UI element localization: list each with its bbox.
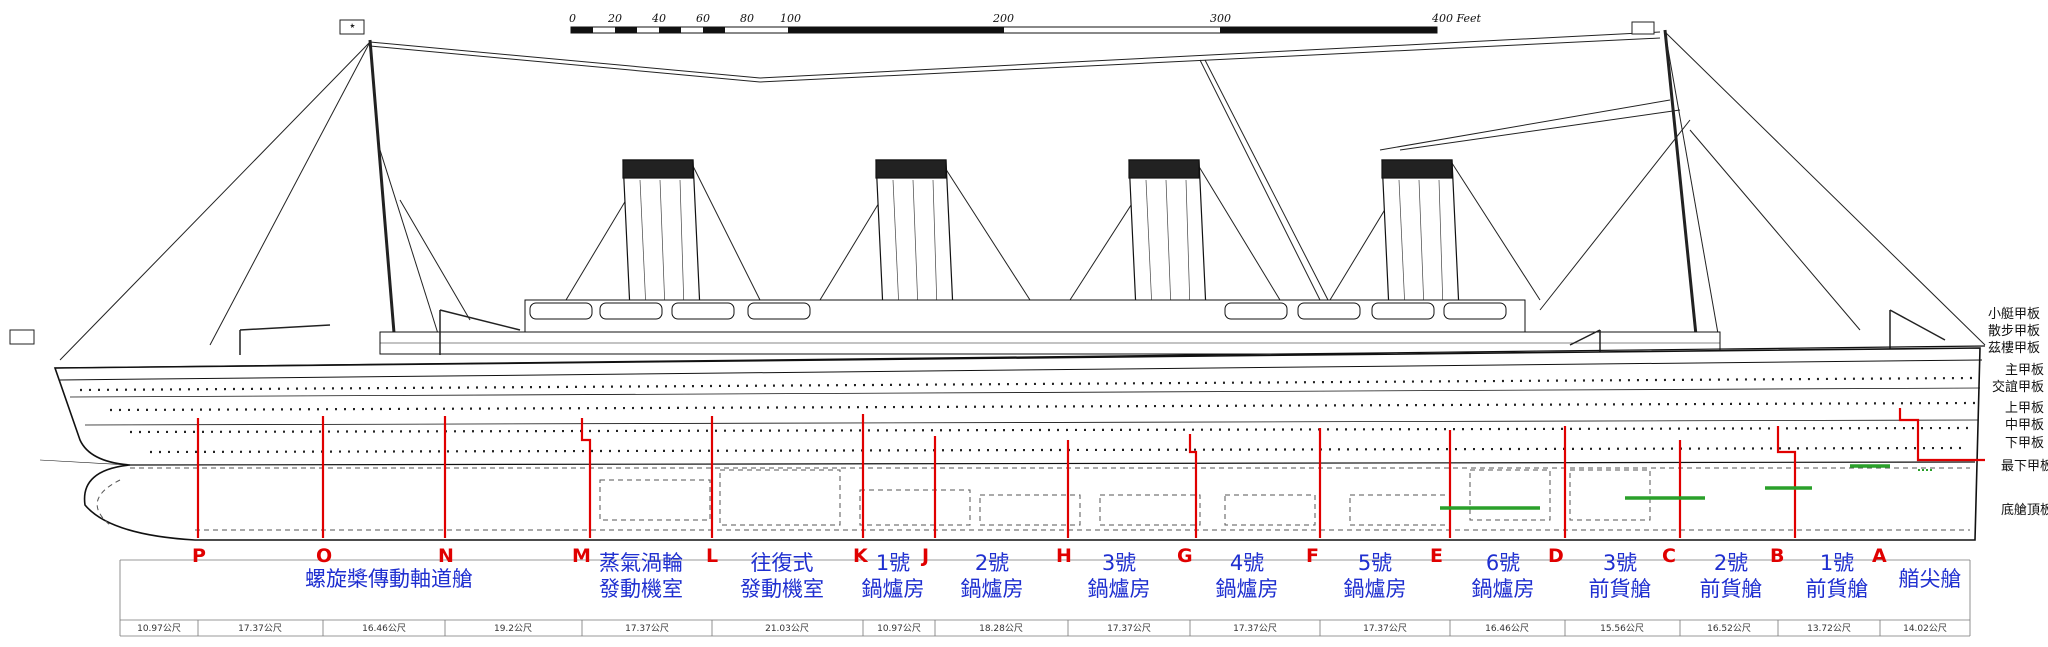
bulkhead-letter: C [1662, 545, 1676, 567]
length-label: 13.72公尺 [1807, 623, 1851, 634]
portholes [79, 376, 1976, 454]
compartment-name: 2號 [1714, 551, 1748, 575]
scale-tick-label: 0 [569, 12, 576, 25]
bulkhead-letter: E [1430, 545, 1443, 567]
scale-tick-label: 400 Feet [1431, 12, 1482, 25]
deck-labels: 小艇甲板 散步甲板 茲樓甲板 主甲板 交誼甲板 上甲板 中甲板 下甲板 最下甲板… [1988, 307, 2048, 518]
deck-label: 茲樓甲板 [1988, 340, 2040, 356]
bulkhead-letter: F [1306, 545, 1319, 567]
hull [39, 345, 1986, 541]
cranes [239, 309, 1946, 355]
compartment-name: 艏尖艙 [1899, 567, 1962, 591]
bulkhead-letter: J [920, 545, 929, 567]
legend-table [119, 559, 1971, 637]
bulkhead-g [1188, 434, 1198, 538]
funnel-vents [639, 179, 1444, 311]
scale-tick-label: 300 [1210, 12, 1231, 25]
scale-tick-label: 100 [780, 12, 801, 25]
length-label: 21.03公尺 [765, 623, 809, 634]
compartment-name: 往復式 [751, 551, 814, 575]
superstructure [379, 299, 1721, 355]
deck-label: 中甲板 [2005, 418, 2044, 433]
compartment-name: 3號 [1102, 551, 1136, 575]
deck-label: 最下甲板 [2001, 459, 2048, 474]
compartment-name: 發動機室 [599, 577, 683, 601]
bulkhead-letter: N [438, 545, 454, 567]
deck-label: 小艇甲板 [1988, 307, 2040, 322]
length-labels: 10.97公尺 17.37公尺 16.46公尺 19.2公尺 17.37公尺 2… [137, 623, 1947, 634]
bulkhead-letter: D [1548, 545, 1564, 567]
compartment-name: 前貨艙 [1589, 577, 1652, 601]
bulkhead-m [580, 418, 592, 538]
compartment-name: 蒸氣渦輪 [599, 551, 683, 575]
length-label: 16.46公尺 [362, 623, 406, 634]
compartment-name: 前貨艙 [1700, 577, 1763, 601]
compartment-name: 鍋爐房 [1088, 577, 1151, 601]
deck-label: 上甲板 [2005, 401, 2044, 416]
bulkhead-letter: G [1177, 545, 1193, 567]
length-label: 17.37公尺 [1233, 623, 1277, 634]
scale-tick-label: 200 [992, 12, 1014, 25]
bulkhead-b [1776, 426, 1797, 538]
compartment-name: 4號 [1230, 551, 1264, 575]
deck-label: 交誼甲板 [1992, 379, 2044, 395]
compartment-name: 6號 [1486, 551, 1520, 575]
length-label: 17.37公尺 [625, 623, 669, 634]
deck-label: 主甲板 [2005, 363, 2044, 378]
compartment-name: 鍋爐房 [862, 577, 925, 601]
bulkhead-lines [196, 408, 1985, 538]
scale-tick-label: 20 [607, 12, 622, 25]
length-label: 19.2公尺 [494, 623, 532, 634]
bulkhead-letter: L [706, 545, 718, 567]
bulkhead-letters: P O N M L K J H G F E D C B A [192, 545, 1887, 567]
length-label: 15.56公尺 [1600, 623, 1644, 634]
funnels [622, 159, 1460, 311]
internal-compartments [96, 467, 1970, 531]
compartment-name: 2號 [975, 551, 1009, 575]
masts-and-rigging [59, 29, 1986, 361]
compartment-names: 螺旋槳傳動軸道艙 蒸氣渦輪 發動機室 往復式 發動機室 1號 鍋爐房 2號 鍋爐… [305, 551, 1962, 601]
scale-tick-label: 60 [696, 12, 710, 25]
length-label: 14.02公尺 [1903, 623, 1947, 634]
length-label: 17.37公尺 [1107, 623, 1151, 634]
compartment-name: 發動機室 [740, 577, 824, 601]
length-label: 18.28公尺 [979, 623, 1023, 634]
length-label: 16.52公尺 [1707, 623, 1751, 634]
deck-label: 底艙頂板 [2001, 502, 2048, 518]
length-label: 10.97公尺 [137, 623, 181, 634]
compartment-name: 鍋爐房 [961, 577, 1024, 601]
bulkhead-letter: P [192, 545, 206, 567]
compartment-name: 鍋爐房 [1216, 577, 1279, 601]
compartment-name: 螺旋槳傳動軸道艙 [305, 567, 473, 591]
compartment-name: 鍋爐房 [1344, 577, 1407, 601]
compartment-name: 前貨艙 [1806, 577, 1869, 601]
compartment-name: 鍋爐房 [1472, 577, 1535, 601]
scale-tick-label: 40 [651, 12, 666, 25]
deck-label: 下甲板 [2005, 436, 2044, 451]
length-label: 10.97公尺 [877, 623, 921, 634]
waterline-marks [1440, 464, 1890, 510]
bulkhead-letter: O [316, 545, 332, 567]
bulkhead-letter: K [853, 545, 869, 567]
compartment-name: 5號 [1358, 551, 1392, 575]
compartment-name: 1號 [1820, 551, 1854, 575]
flags [9, 19, 1655, 345]
scale-bar: 0 20 40 60 80 100 200 300 400 Feet [569, 12, 1482, 34]
scale-tick-label: 80 [740, 12, 754, 25]
bulkhead-a [1898, 408, 1985, 462]
length-label: 17.37公尺 [1363, 623, 1407, 634]
length-label: 17.37公尺 [238, 623, 282, 634]
compartment-name: 3號 [1603, 551, 1637, 575]
deck-label: 散步甲板 [1988, 324, 2040, 339]
bulkhead-letter: A [1872, 545, 1887, 567]
length-label: 16.46公尺 [1485, 623, 1529, 634]
compartment-name: 1號 [876, 551, 910, 575]
bulkhead-letter: M [572, 545, 591, 567]
bulkhead-letter: H [1056, 545, 1072, 567]
bulkhead-letter: B [1770, 545, 1784, 567]
